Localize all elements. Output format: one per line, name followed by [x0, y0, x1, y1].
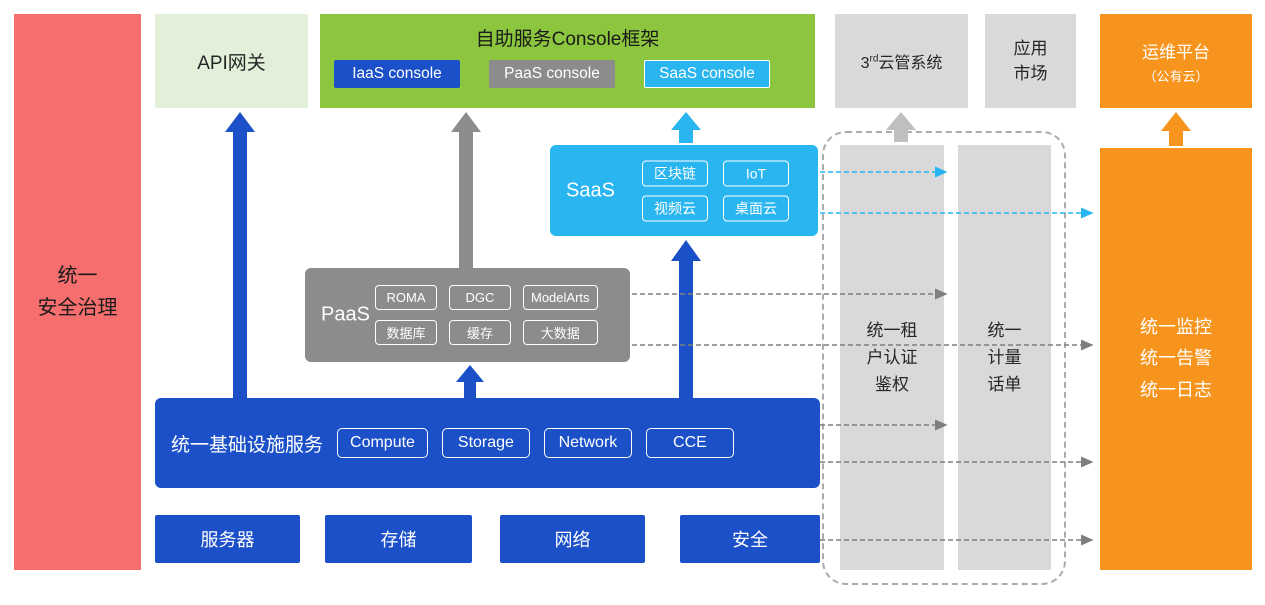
paas-console-button: PaaS console: [489, 60, 615, 88]
iaas-chips: Compute Storage Network CCE: [337, 428, 734, 458]
foundation-box-network: 网络: [500, 515, 645, 563]
saas-chip-blockchain: 区块链: [642, 160, 708, 186]
monitoring-label: 统一监控 统一告警 统一日志: [1140, 316, 1212, 400]
monitoring-box: 统一监控 统一告警 统一日志: [1100, 148, 1252, 570]
metering-label: 统一 计量 话单: [987, 320, 1022, 395]
om-platform-subtitle: （公有云）: [1143, 68, 1209, 84]
foundation-box-storage: 存储: [325, 515, 472, 563]
third-party-cms-box: 3rd云管系统: [835, 14, 968, 108]
paas-chip-database: 数据库: [375, 320, 437, 345]
arrow-iaas-to-saas: [671, 240, 701, 398]
paas-layer-label: PaaS: [321, 303, 370, 326]
api-gateway-box: API网关: [155, 14, 308, 108]
foundation-box-security: 安全: [680, 515, 820, 563]
third-party-cms-sup: rd: [869, 53, 879, 65]
security-governance-bar: 统一 安全治理: [14, 14, 141, 570]
saas-console-button: SaaS console: [644, 60, 770, 88]
iaas-chip-storage: Storage: [441, 428, 530, 458]
arrow-iaas-to-api-gateway: [225, 112, 255, 398]
paas-chips: ROMA DGC ModelArts 数据库 缓存 大数据: [375, 285, 598, 345]
security-governance-label: 统一 安全治理: [37, 265, 118, 319]
paas-chip-cache: 缓存: [449, 320, 511, 345]
app-market-label: 应用 市场: [1013, 38, 1048, 84]
saas-chip-video-cloud: 视频云: [642, 195, 708, 221]
iaas-layer-box: 统一基础设施服务 Compute Storage Network CCE: [155, 398, 820, 488]
console-buttons-row: IaaS console PaaS console SaaS console: [320, 60, 815, 88]
saas-layer-label: SaaS: [566, 179, 615, 201]
api-gateway-label: API网关: [197, 52, 266, 74]
console-framework-box: 自助服务Console框架 IaaS console PaaS console …: [320, 14, 815, 108]
arrow-saas-to-console: [671, 112, 701, 143]
saas-chips: 区块链 IoT 视频云 桌面云: [642, 160, 789, 221]
third-party-cms-label: 3rd云管系统: [861, 49, 943, 73]
iaas-chip-network: Network: [543, 428, 632, 458]
iaas-chip-compute: Compute: [337, 428, 428, 458]
paas-layer-box: PaaS ROMA DGC ModelArts 数据库 缓存 大数据: [305, 268, 630, 362]
arrow-iaas-to-paas: [456, 365, 484, 398]
third-party-cms-base: 3: [860, 55, 870, 72]
iaas-chip-cce: CCE: [645, 428, 734, 458]
third-party-cms-rest: 云管系统: [878, 55, 943, 72]
paas-chip-bigdata: 大数据: [523, 320, 598, 345]
tenant-auth-bar: 统一租 户认证 鉴权: [840, 145, 944, 570]
paas-chip-dgc: DGC: [449, 285, 511, 310]
arrow-paas-to-console: [451, 112, 481, 268]
iaas-layer-label: 统一基础设施服务: [171, 434, 324, 456]
foundation-box-server: 服务器: [155, 515, 300, 563]
common-services-dashed-container: [822, 131, 1066, 585]
arrow-monitor-to-om-platform: [1161, 112, 1191, 146]
om-platform-box: 运维平台 （公有云）: [1100, 14, 1252, 108]
app-market-box: 应用 市场: [985, 14, 1076, 108]
tenant-auth-label: 统一租 户认证 鉴权: [866, 320, 918, 395]
om-platform-title: 运维平台: [1142, 42, 1210, 62]
saas-layer-box: SaaS 区块链 IoT 视频云 桌面云: [550, 145, 818, 236]
paas-chip-roma: ROMA: [375, 285, 437, 310]
saas-chip-iot: IoT: [723, 160, 789, 186]
paas-chip-modelarts: ModelArts: [523, 285, 598, 310]
iaas-console-button: IaaS console: [334, 60, 460, 88]
saas-chip-desktop-cloud: 桌面云: [723, 195, 789, 221]
console-framework-title: 自助服务Console框架: [475, 29, 660, 50]
metering-bar: 统一 计量 话单: [958, 145, 1051, 570]
